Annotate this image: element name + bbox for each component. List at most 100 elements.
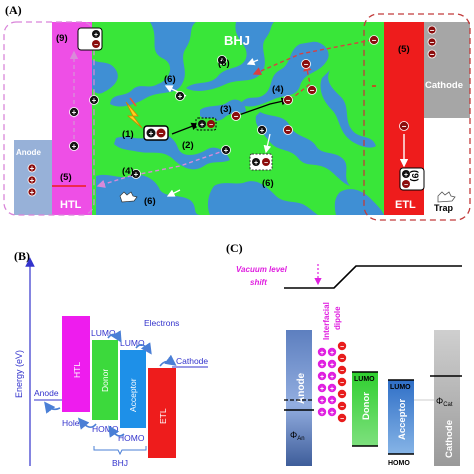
svg-text:+: + <box>30 176 35 185</box>
svg-text:−: − <box>94 42 98 49</box>
transfer-arrows <box>44 330 177 438</box>
panel-b: (B) Energy (eV) HTL Donor Acceptor ETL L… <box>14 249 208 468</box>
bhj-brace-label: BHJ <box>112 458 128 468</box>
svg-text:−: − <box>430 50 435 59</box>
svg-text:+: + <box>149 129 154 138</box>
electron: − <box>301 59 311 69</box>
dipole-label-2: dipole <box>333 306 342 330</box>
phi-anode-label: ΦAn <box>290 430 305 442</box>
etl-bar-label: ETL <box>158 408 168 424</box>
donor-column <box>352 372 378 446</box>
electron: − <box>283 95 293 105</box>
hole: + <box>257 125 267 135</box>
step-labels: (1) (2) (3) (4) (4) (5) (5) (6) (6) (6) … <box>56 33 420 207</box>
acceptor-bar <box>120 350 146 428</box>
step-label-4b: (4) <box>122 166 134 177</box>
svg-text:+: + <box>330 410 334 417</box>
anode-column <box>286 330 312 466</box>
step-label-5a: (5) <box>60 172 72 183</box>
svg-text:+: + <box>260 126 265 135</box>
svg-text:+: + <box>404 172 408 179</box>
donor-column-label: Donor <box>361 392 372 420</box>
svg-text:+: + <box>330 350 334 357</box>
acceptor-bar-label: Acceptor <box>128 378 138 412</box>
step-label-6a: (6) <box>164 74 176 85</box>
cathode-layer <box>424 22 470 118</box>
electron: − <box>231 111 241 121</box>
svg-text:+: + <box>72 108 77 117</box>
step-label-6b: (6) <box>218 58 230 69</box>
svg-text:−: − <box>310 86 315 95</box>
lumo-label-acceptor: LUMO <box>120 338 145 348</box>
etl-label: ETL <box>395 199 416 211</box>
cathode-column <box>434 330 460 466</box>
svg-text:−: − <box>340 392 344 399</box>
etl-bar <box>148 368 176 458</box>
donor-bar-label: Donor <box>100 369 110 392</box>
svg-text:+: + <box>94 32 98 39</box>
svg-text:−: − <box>340 356 344 363</box>
svg-text:−: − <box>430 26 435 35</box>
svg-text:−: − <box>340 344 344 351</box>
holes-label: Holes <box>62 418 84 428</box>
charge-paths <box>52 31 409 197</box>
lumo-label-donor: LUMO <box>91 328 116 338</box>
electron: − <box>427 37 437 47</box>
trap-icon <box>437 191 456 203</box>
step-label-5b: (5) <box>398 44 410 55</box>
hole: + <box>69 107 79 117</box>
light-bolt-icon <box>125 101 143 129</box>
acceptor-lumo-label: LUMO <box>390 384 411 391</box>
vacuum-shift-label-1: Vacuum level <box>236 265 288 274</box>
svg-text:+: + <box>92 96 97 105</box>
charges: − − − − − + + + + + + + + + − − − − − + … <box>27 25 437 197</box>
electrons-label: Electrons <box>144 318 179 328</box>
vacuum-level-line <box>284 265 462 289</box>
svg-text:−: − <box>404 182 408 189</box>
donor-lumo-label: LUMO <box>354 376 375 383</box>
svg-text:+: + <box>224 146 229 155</box>
svg-text:−: − <box>340 368 344 375</box>
hole: + <box>217 55 227 65</box>
htl-bar-label: HTL <box>72 362 82 378</box>
htl-bar <box>62 316 90 412</box>
svg-text:+: + <box>30 188 35 197</box>
svg-text:+: + <box>320 386 324 393</box>
electron: − <box>427 25 437 35</box>
electron: − <box>307 85 317 95</box>
step-label-6d: (6) <box>144 196 156 207</box>
svg-text:+: + <box>178 92 183 101</box>
hole: + <box>27 175 37 185</box>
svg-text:−: − <box>286 126 291 135</box>
step-label-6c: (6) <box>262 178 274 189</box>
svg-text:−: − <box>340 380 344 387</box>
svg-text:−: − <box>234 112 239 121</box>
donor-bar <box>92 340 118 420</box>
svg-text:+: + <box>30 164 35 173</box>
electron: − <box>283 125 293 135</box>
hole: + <box>131 169 141 179</box>
svg-text:−: − <box>402 122 407 131</box>
cathode-label: Cathode <box>425 80 463 91</box>
svg-text:+: + <box>220 56 225 65</box>
svg-text:−: − <box>209 122 213 129</box>
bhj-label: BHJ <box>224 33 250 48</box>
panel-b-letter: (B) <box>14 249 30 263</box>
svg-text:+: + <box>320 374 324 381</box>
bhj-brace <box>93 446 147 456</box>
anode-label-b: Anode <box>34 388 59 398</box>
step-label-1: (1) <box>122 129 134 140</box>
hole: + <box>27 187 37 197</box>
hole: + <box>175 91 185 101</box>
dipole-charges: + + + + + + + + + + + + − − − − − − − <box>317 341 347 423</box>
step-label-2: (2) <box>182 140 194 151</box>
homo-label-acceptor: HOMO <box>118 433 145 443</box>
dipole-label-1: Interfacial <box>322 302 331 340</box>
electron: − <box>427 49 437 59</box>
electron: − <box>399 121 409 131</box>
exciton-boxes: + − + − + − + − + − <box>77 27 425 191</box>
svg-text:−: − <box>159 129 164 138</box>
panel-c-letter: (C) <box>226 241 243 255</box>
cathode-label-b: Cathode <box>176 356 208 366</box>
